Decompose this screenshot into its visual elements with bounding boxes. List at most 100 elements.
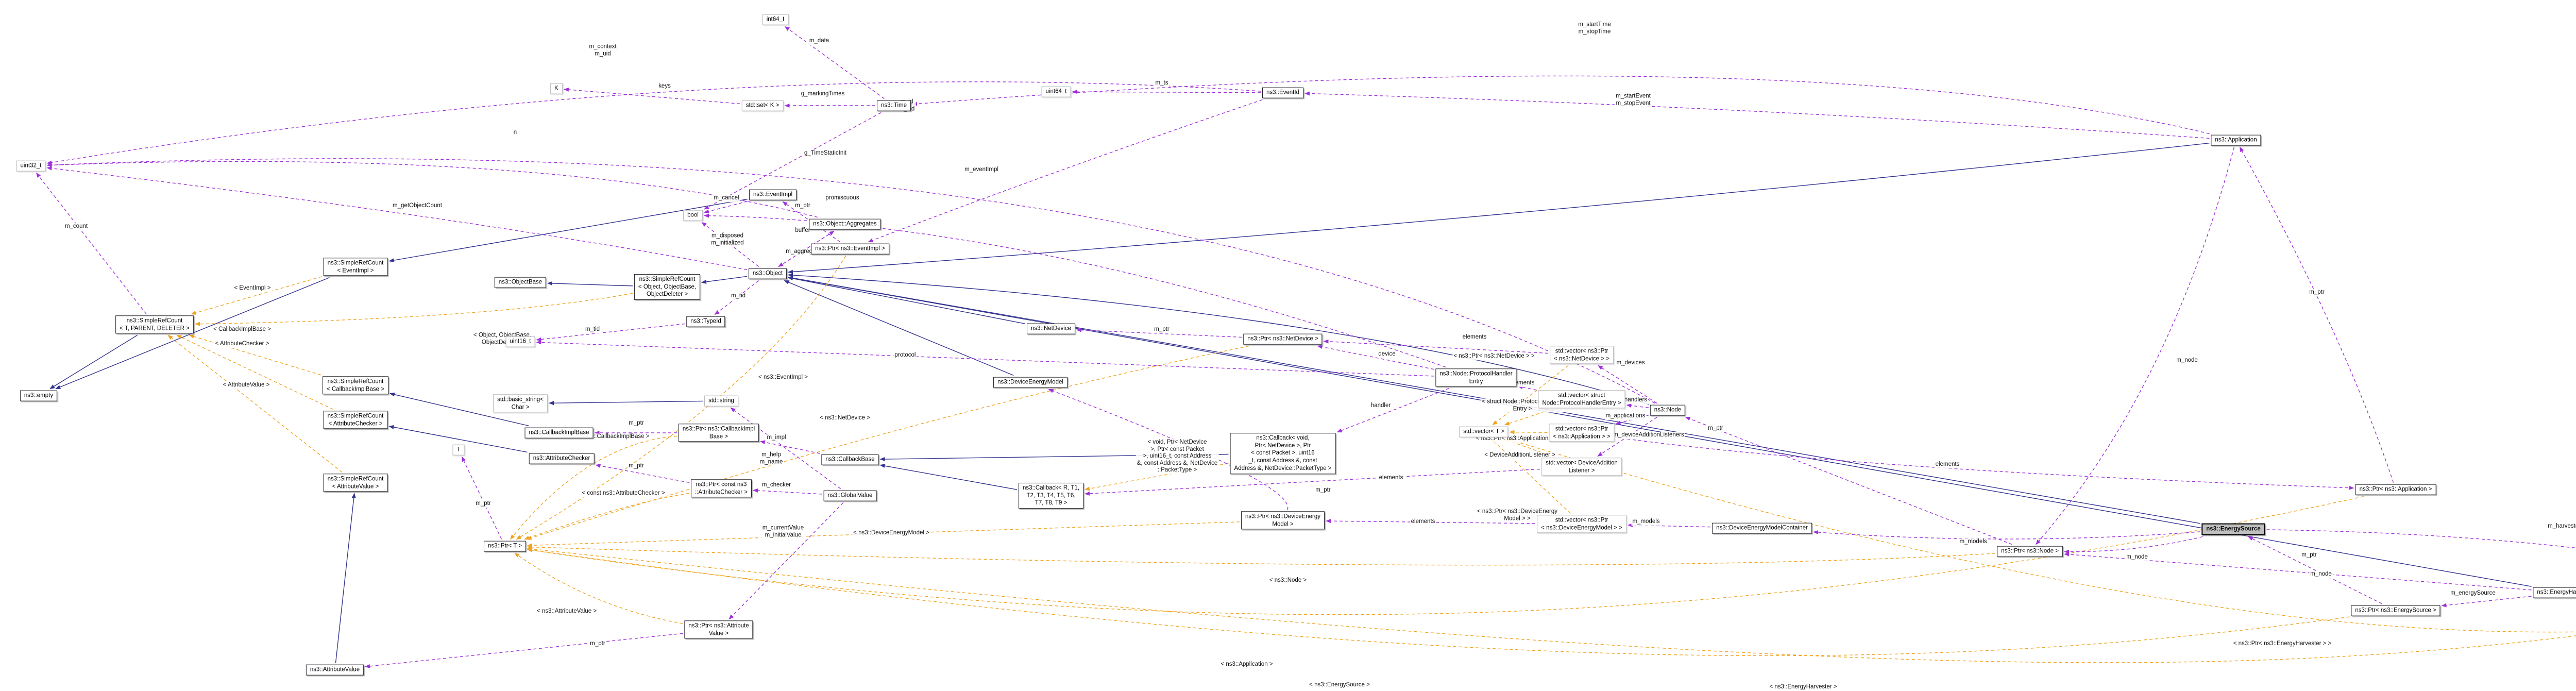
node-ptrDEM[interactable]: ns3::Ptr< ns3::DeviceEnergy Model > xyxy=(1241,511,1325,530)
node-ptrND[interactable]: ns3::Ptr< ns3::NetDevice > xyxy=(1243,333,1323,345)
edge-vecND-ptrND xyxy=(1323,339,1549,354)
edge-label-ptrES-es: m_ptr xyxy=(2300,552,2318,559)
edge-label-ptrCAC-ac: m_ptr xyxy=(628,463,645,470)
edge-label-ptrNode-node: m_ptr xyxy=(1707,425,1724,432)
edge-ptrCAC-ac xyxy=(595,464,690,483)
node-aggregates[interactable]: ns3::Object::Aggregates xyxy=(809,218,881,230)
edge-label-node-vecND: m_devices xyxy=(1615,360,1646,367)
node-cbvoid[interactable]: ns3::Callback< void, Ptr< NetDevice >, P… xyxy=(1230,433,1336,474)
node-eventid[interactable]: ns3::EventId xyxy=(1262,87,1303,98)
node-gv[interactable]: ns3::GlobalValue xyxy=(823,490,877,501)
node-int64[interactable]: int64_t xyxy=(762,14,789,25)
node-app[interactable]: ns3::Application xyxy=(2211,134,2261,146)
edge-eventimpl-srcEI xyxy=(388,198,748,263)
node-uint64[interactable]: uint64_t xyxy=(1041,86,1071,97)
edge-label-vecDEM-ptrDEM: elements xyxy=(1410,518,1436,526)
edge-srcOOO-objbase xyxy=(547,281,633,286)
edge-label-es-demc: m_models xyxy=(1958,538,1988,546)
node-node[interactable]: ns3::Node xyxy=(1650,405,1686,416)
edge-label-ptrCIB-ptrT: < ns3::CallbackImplBase > xyxy=(578,433,651,441)
edge-ptrAV-av xyxy=(365,633,683,668)
edge-gv-str xyxy=(730,407,841,490)
edge-label-ptrCAC-ptrT: < const ns3::AttributeChecker > xyxy=(581,490,666,497)
edge-label-ptrEI-eventimpl: m_ptr xyxy=(794,203,811,210)
edge-es-vecEH xyxy=(2266,529,2576,549)
edge-label-node-vecApp: m_applications xyxy=(1604,413,1647,420)
edge-label-aggregates-object: buffer xyxy=(794,227,811,234)
node-vecND[interactable]: std::vector< ns3::Ptr < ns3::NetDevice >… xyxy=(1550,346,1614,364)
node-k[interactable]: K xyxy=(550,83,563,94)
edge-vecApp-vecT xyxy=(1509,430,1548,434)
edge-label-ptrApp-ptrT: < ns3::Application > xyxy=(1219,661,1274,668)
edge-label-vecApp-ptrApp: elements xyxy=(1934,461,1961,468)
node-av[interactable]: ns3::AttributeValue xyxy=(306,664,364,676)
node-uint32[interactable]: uint32_t xyxy=(16,160,46,172)
node-object[interactable]: ns3::Object xyxy=(748,268,787,279)
node-srcAV[interactable]: ns3::SimpleRefCount < AttributeValue > xyxy=(323,474,388,492)
node-str[interactable]: std::string xyxy=(704,395,738,407)
edge-label-gv-ptrAV: m_currentValue m_initialValue xyxy=(761,525,805,539)
node-tbox[interactable]: T xyxy=(452,444,465,456)
node-srcAC[interactable]: ns3::SimpleRefCount < AttributeChecker > xyxy=(323,411,388,429)
edge-ptrApp-ptrT xyxy=(527,496,2364,615)
edge-eh-ptrES xyxy=(2441,596,2532,608)
node-srcOOO[interactable]: ns3::SimpleRefCount < Object, ObjectBase… xyxy=(634,274,701,300)
edge-label-gv-str: m_help m_name xyxy=(758,451,784,466)
node-phe[interactable]: ns3::Node::ProtocolHandler Entry xyxy=(1435,368,1517,387)
edge-label-phe-ptrND: device xyxy=(1377,351,1397,358)
node-ptrCAC[interactable]: ns3::Ptr< const ns3 ::AttributeChecker > xyxy=(691,479,752,498)
edge-eventimpl-bool xyxy=(704,200,748,213)
edge-app-object xyxy=(788,142,2210,274)
node-objbase[interactable]: ns3::ObjectBase xyxy=(494,277,547,288)
edge-label-vecEH-vecT: < ns3::Ptr< ns3::EnergyHarvester > > xyxy=(2232,641,2333,648)
node-ptrNode[interactable]: ns3::Ptr< ns3::Node > xyxy=(1997,546,2063,557)
edge-gv-ptrAV xyxy=(728,502,844,620)
edge-label-vecND-ptrND: elements xyxy=(1461,334,1488,341)
node-srcEI[interactable]: ns3::SimpleRefCount < EventImpl > xyxy=(323,258,388,276)
node-vecT[interactable]: std::vector< T > xyxy=(1459,426,1509,437)
node-srcCIB[interactable]: ns3::SimpleRefCount < CallbackImplBase > xyxy=(323,376,388,395)
node-uint16[interactable]: uint16_t xyxy=(505,336,535,347)
node-bstr[interactable]: std::basic_string< Char > xyxy=(493,394,548,413)
edge-label-es-ptrNode: m_node xyxy=(2125,554,2149,561)
node-time[interactable]: ns3::Time xyxy=(876,100,911,111)
edge-vecDEM-vecT xyxy=(1490,438,1571,514)
node-typeid[interactable]: ns3::TypeId xyxy=(686,316,725,327)
node-vecDEM[interactable]: std::vector< ns3::Ptr < ns3::DeviceEnerg… xyxy=(1537,515,1626,533)
edge-ac-srcAC xyxy=(388,425,528,453)
node-eventimpl[interactable]: ns3::EventImpl xyxy=(749,189,797,200)
node-bool[interactable]: bool xyxy=(683,210,703,221)
node-empty[interactable]: ns3::empty xyxy=(20,390,58,401)
node-netdev[interactable]: ns3::NetDevice xyxy=(1027,323,1075,334)
edge-label-aggregates-uint32: n xyxy=(512,129,518,137)
node-vecDAL[interactable]: std::vector< DeviceAddition Listener > xyxy=(1541,458,1622,476)
node-ptrEI[interactable]: ns3::Ptr< ns3::EventImpl > xyxy=(811,243,889,255)
node-cbR[interactable]: ns3::Callback< R, T1, T2, T3, T4, T5, T6… xyxy=(1018,482,1084,509)
node-ptrES[interactable]: ns3::Ptr< ns3::EnergySource > xyxy=(2351,605,2441,616)
node-srcTPD[interactable]: ns3::SimpleRefCount < T, PARENT, DELETER… xyxy=(115,315,194,334)
node-dem[interactable]: ns3::DeviceEnergyModel xyxy=(993,377,1067,388)
edge-label-eh-ptrES: m_energySource xyxy=(2449,590,2497,597)
edge-app-ptrNode xyxy=(2036,147,2235,545)
node-ptrAV[interactable]: ns3::Ptr< ns3::Attribute Value > xyxy=(684,620,753,639)
node-ac[interactable]: ns3::AttributeChecker xyxy=(529,453,595,464)
node-demc[interactable]: ns3::DeviceEnergyModelContainer xyxy=(1712,523,1812,534)
edge-label-srcAV-srcTPD: < AttributeValue > xyxy=(222,382,271,389)
node-ptrCIB[interactable]: ns3::Ptr< ns3::CallbackImpl Base > xyxy=(678,424,759,442)
edge-label-cbbase-ptrCIB: m_impl xyxy=(766,434,787,442)
edge-label-setk-k: keys xyxy=(657,83,672,90)
edge-node-vecPHE xyxy=(1626,403,1649,409)
node-vecApp[interactable]: std::vector< ns3::Ptr < ns3::Application… xyxy=(1549,424,1615,442)
node-vecPHE[interactable]: std::vector< struct Node::ProtocolHandle… xyxy=(1538,390,1625,409)
node-cbbase[interactable]: ns3::CallbackBase xyxy=(821,454,879,465)
edge-label-phe-cbvoid: handler xyxy=(1369,402,1392,410)
edge-label-app-ptrNode: m_node xyxy=(2175,357,2199,364)
edge-node-object xyxy=(788,273,1649,405)
node-ptrT[interactable]: ns3::Ptr< T > xyxy=(483,541,527,552)
node-setk[interactable]: std::set< K > xyxy=(741,100,784,111)
node-ptrApp[interactable]: ns3::Ptr< ns3::Application > xyxy=(2355,484,2436,495)
node-eh[interactable]: ns3::EnergyHarvester xyxy=(2533,587,2576,598)
edge-setk-k xyxy=(564,87,740,105)
node-cib[interactable]: ns3::CallbackImplBase xyxy=(524,427,594,439)
node-es[interactable]: ns3::EnergySource xyxy=(2201,523,2265,535)
